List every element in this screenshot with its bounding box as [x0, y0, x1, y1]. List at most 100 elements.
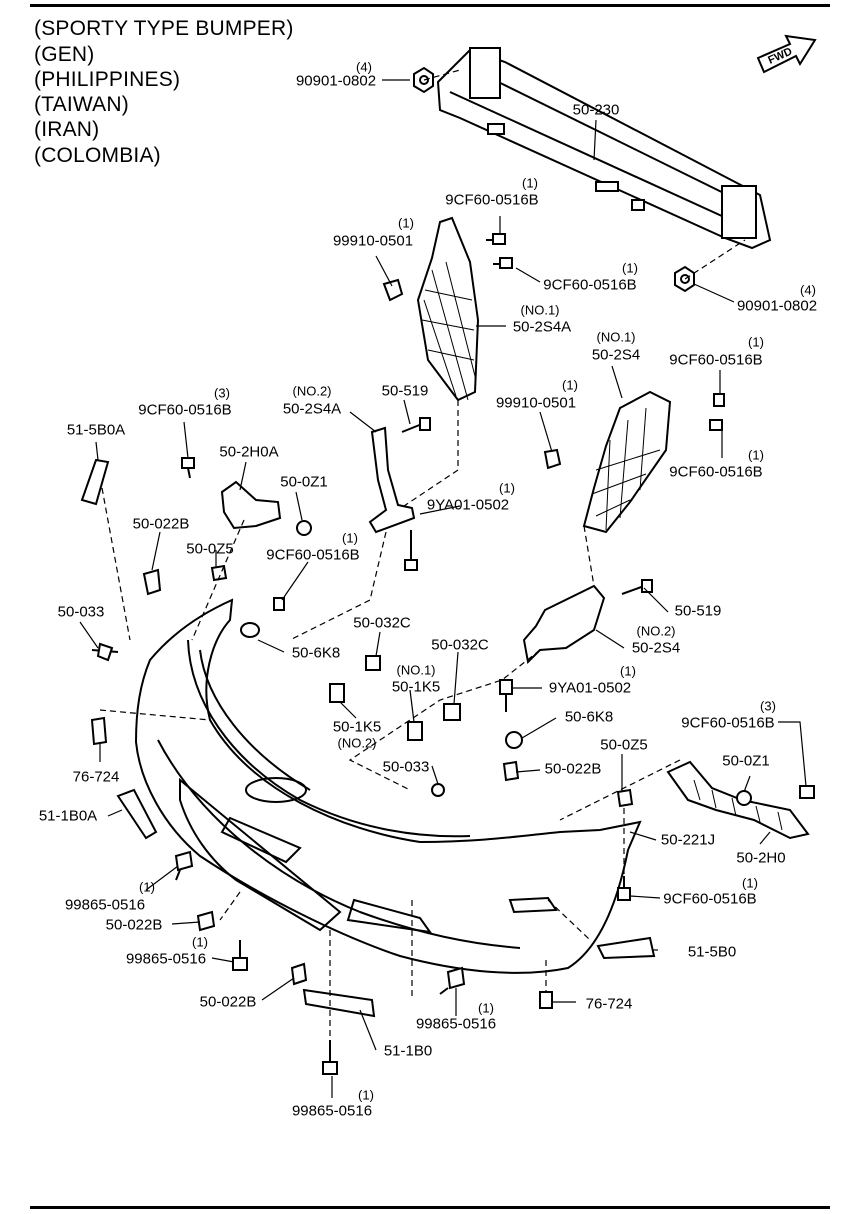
- callout-part-number: 9CF60-0516B: [266, 546, 360, 564]
- callout-qty: (1): [748, 447, 764, 463]
- callout-part-number: 51-5B0: [687, 943, 737, 961]
- leader-line: [375, 255, 393, 287]
- callout-part-number: 50-022B: [199, 993, 257, 1011]
- side-marker-left-lower-icon: [116, 788, 158, 840]
- callout-qty: (1): [139, 879, 155, 895]
- header-line: (COLOMBIA): [34, 144, 161, 167]
- clip-icon: [365, 655, 381, 671]
- leader-line: [629, 831, 657, 841]
- callout-part-number: 50-033: [57, 603, 105, 621]
- reflector-lower-icon: [302, 988, 376, 1018]
- callout-part-number: 99865-0516: [125, 950, 207, 968]
- bracket-left-lower: [368, 426, 416, 534]
- leader-line: [778, 721, 807, 787]
- callout-qty: (1): [398, 215, 414, 231]
- callout-part-number: 50-1K5: [391, 678, 441, 696]
- clip-icon: [90, 716, 108, 746]
- callout-qty: (NO.1): [396, 662, 436, 678]
- callout-qty: (NO.2): [292, 383, 332, 399]
- leader-line: [261, 977, 295, 1001]
- callout-qty: (4): [356, 59, 372, 75]
- callout-part-number: 50-0Z1: [280, 473, 328, 491]
- callout-part-number: 50-022B: [105, 916, 163, 934]
- callout-part-number: 50-022B: [544, 760, 602, 778]
- leader-line: [349, 411, 377, 433]
- assembly-line: [684, 239, 746, 280]
- clip-icon: [443, 703, 461, 721]
- assembly-line: [403, 400, 459, 507]
- callout-part-number: 51-1B0: [383, 1042, 433, 1060]
- leader-line: [239, 461, 247, 491]
- leader-line: [107, 809, 123, 817]
- callout-part-number: 76-724: [585, 995, 633, 1013]
- callout-part-number: 50-230: [572, 101, 620, 119]
- callout-part-number: 50-022B: [132, 515, 190, 533]
- nut-icon: [431, 783, 445, 797]
- header-line: (SPORTY TYPE BUMPER): [34, 17, 294, 40]
- header-line: (PHILIPPINES): [34, 68, 181, 91]
- screw-icon: [174, 850, 194, 881]
- callout-part-number: 99910-0501: [332, 232, 414, 250]
- leader-line: [409, 689, 415, 723]
- hex-nut-icon: [674, 265, 695, 293]
- leader-line: [211, 957, 235, 963]
- clip-icon: [616, 788, 634, 808]
- callout-qty: (NO.1): [520, 302, 560, 318]
- bumper-fascia: [134, 598, 642, 974]
- leader-line: [295, 491, 303, 521]
- callout-qty: (4): [800, 282, 816, 298]
- leader-line: [515, 769, 541, 773]
- side-marker-left-icon: [80, 458, 110, 506]
- callout-part-number: 50-2S4A: [282, 400, 342, 418]
- callout-part-number: 50-0Z1: [722, 752, 770, 770]
- assembly-line: [99, 709, 211, 721]
- leader-line: [359, 1009, 377, 1051]
- clip-icon: [196, 910, 216, 932]
- callout-part-number: 9CF60-0516B: [138, 401, 232, 419]
- leader-line: [743, 775, 751, 793]
- header-line: (IRAN): [34, 118, 100, 141]
- bolt-icon: [617, 876, 631, 901]
- callout-part-number: 90901-0802: [736, 297, 818, 315]
- leader-line: [521, 717, 557, 739]
- screw-icon: [232, 940, 248, 971]
- screw-icon: [439, 966, 466, 995]
- nut-icon: [736, 790, 752, 806]
- leader-line: [151, 531, 161, 571]
- leader-line: [281, 561, 309, 601]
- callout-part-number: 99865-0516: [64, 896, 146, 914]
- pin-icon: [401, 417, 431, 433]
- callout-qty: (1): [192, 934, 208, 950]
- bracket-left-upper: [416, 216, 480, 402]
- leader-line: [539, 411, 553, 453]
- bolt-icon: [486, 233, 506, 245]
- leader-line: [759, 831, 771, 845]
- bottom-rule: [30, 1206, 830, 1209]
- bolt-icon: [539, 991, 553, 1009]
- hex-nut-icon: [413, 66, 434, 94]
- clip-icon: [329, 683, 345, 703]
- leader-line: [257, 639, 285, 653]
- assembly-line: [583, 525, 595, 587]
- callout-part-number: 50-221J: [660, 831, 716, 849]
- callout-qty: (1): [620, 663, 636, 679]
- callout-part-number: 50-519: [381, 382, 429, 400]
- callout-part-number: 99865-0516: [291, 1102, 373, 1120]
- bolt-icon: [799, 785, 815, 799]
- side-marker-right-icon: [596, 936, 656, 960]
- bolt-icon: [709, 419, 723, 431]
- callout-part-number: 9CF60-0516B: [681, 714, 775, 732]
- bracket-right-lower: [522, 584, 606, 665]
- callout-part-number: 50-032C: [431, 636, 489, 654]
- assembly-line: [101, 487, 131, 641]
- assembly-line: [348, 649, 541, 791]
- callout-part-number: 50-2H0A: [219, 443, 279, 461]
- leader-line: [145, 865, 179, 891]
- leader-line: [339, 701, 357, 719]
- leader-line: [629, 895, 661, 899]
- callout-qty: (NO.1): [596, 329, 636, 345]
- bracket-right-upper: [582, 390, 672, 534]
- callout-part-number: 90901-0802: [295, 72, 377, 90]
- leader-line: [403, 399, 411, 425]
- clip-icon: [543, 448, 562, 470]
